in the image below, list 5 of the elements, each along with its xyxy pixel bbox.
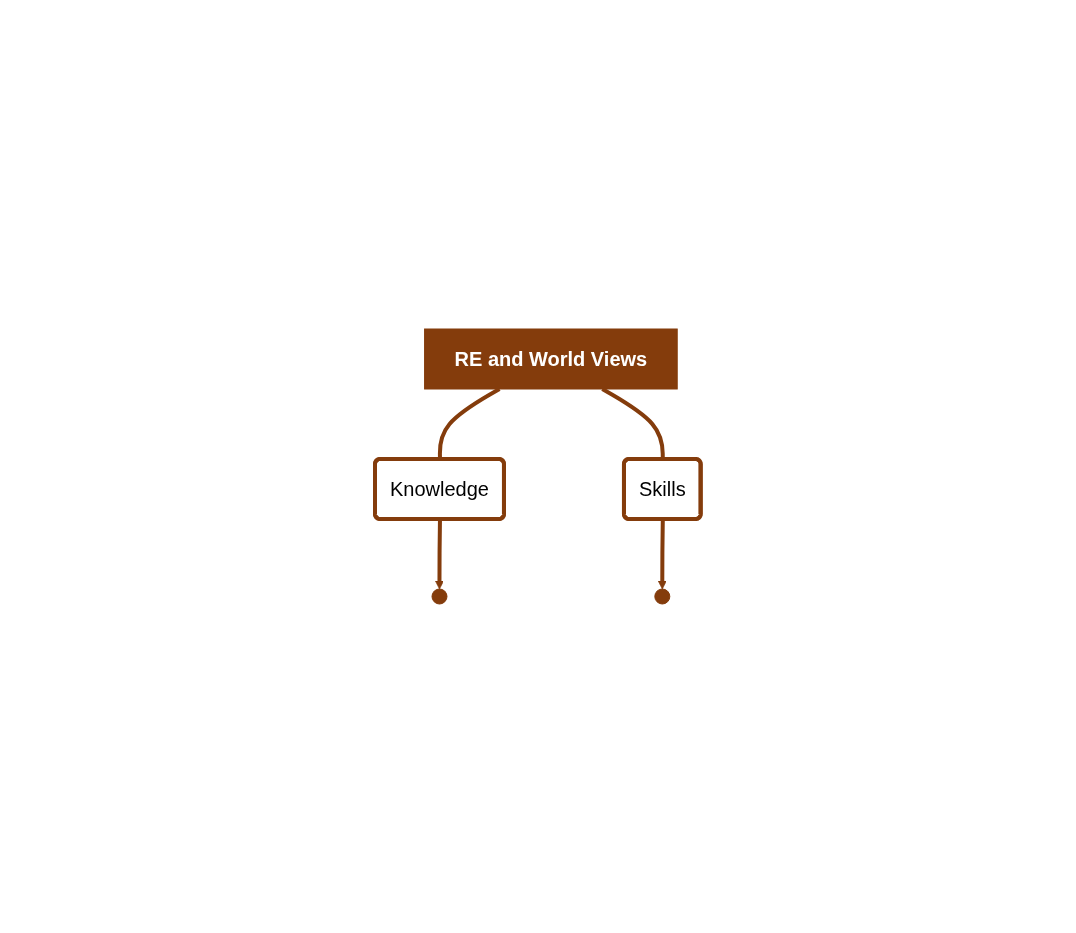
arrow: [658, 519, 667, 590]
node-box: RE and World Views: [424, 328, 678, 390]
node-circle: [431, 588, 448, 605]
node-circle: [654, 588, 671, 605]
arrow: [435, 519, 445, 590]
